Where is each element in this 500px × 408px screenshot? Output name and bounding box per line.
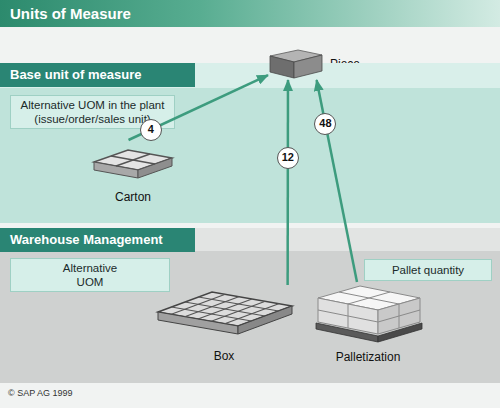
factor-number: 4 bbox=[140, 119, 162, 141]
piece-icon bbox=[270, 50, 322, 78]
page-title: Units of Measure bbox=[10, 5, 131, 22]
conversion-arrow bbox=[317, 80, 357, 282]
pallet-carton-lines bbox=[318, 292, 420, 328]
piece-front bbox=[270, 56, 294, 78]
plant-band: Base unit of measureAlternative UOM in t… bbox=[0, 63, 500, 223]
carton-seam bbox=[339, 292, 399, 304]
uom-box: Alternative UOM bbox=[10, 258, 170, 292]
unit-label: Palletization bbox=[310, 350, 426, 364]
factor-number: 12 bbox=[277, 147, 299, 169]
band-heading: Warehouse Management bbox=[0, 228, 195, 252]
band-heading: Base unit of measure bbox=[0, 63, 195, 87]
carton-seam bbox=[399, 304, 400, 328]
box-divider bbox=[185, 302, 265, 316]
pallet-icon bbox=[316, 286, 422, 342]
carton-seam bbox=[348, 304, 349, 328]
piece-side bbox=[294, 55, 322, 78]
box-divider bbox=[199, 297, 279, 311]
conversion-arrow bbox=[286, 80, 289, 285]
uom-box: Pallet quantity bbox=[364, 259, 492, 281]
unit-label: Carton bbox=[88, 190, 178, 204]
box-grid bbox=[171, 294, 278, 323]
copyright-note: © SAP AG 1999 bbox=[8, 388, 73, 398]
factor-number: 48 bbox=[314, 113, 336, 135]
box-icon bbox=[158, 292, 292, 334]
carton-divider bbox=[111, 156, 155, 164]
title-bar: Units of Measure bbox=[0, 0, 500, 27]
conversion-arrow bbox=[129, 75, 269, 140]
box-text: Alternative UOM bbox=[50, 261, 130, 289]
box-divider bbox=[172, 307, 252, 321]
carton-icon bbox=[94, 150, 172, 178]
carton-wall bbox=[138, 158, 172, 178]
pallet-load-front bbox=[318, 298, 378, 334]
unit-label: Box bbox=[150, 349, 298, 363]
box-text: Pallet quantity bbox=[392, 263, 464, 277]
pallet-load-side bbox=[378, 298, 420, 334]
carton-wall bbox=[94, 162, 138, 178]
